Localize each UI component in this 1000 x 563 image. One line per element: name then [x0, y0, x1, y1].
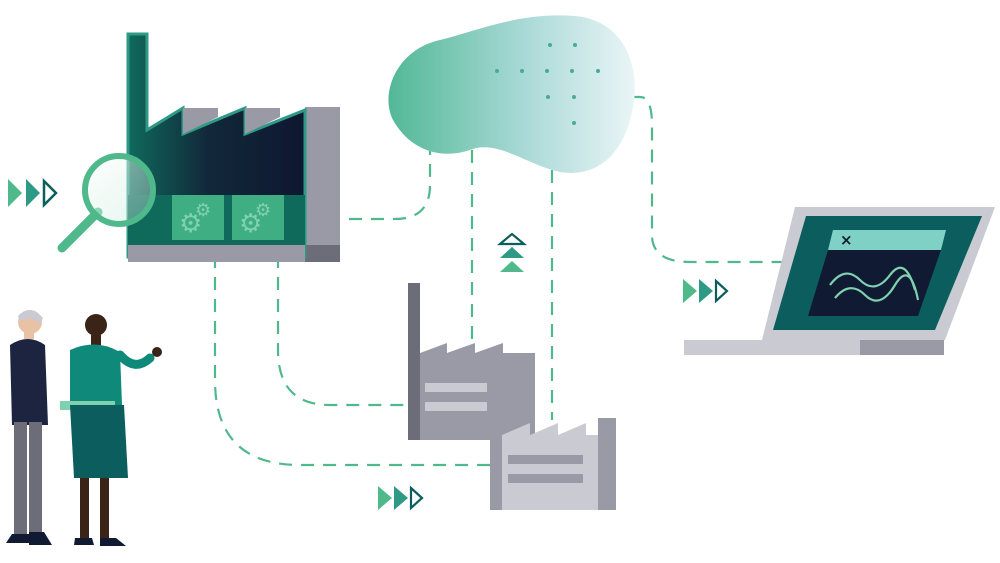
person-man — [6, 309, 52, 545]
small-factory-front — [490, 375, 616, 510]
cloud — [388, 15, 635, 173]
svg-text:⚙: ⚙ — [255, 200, 271, 221]
cloud-dot-grid — [495, 43, 600, 125]
small-factory-back — [408, 283, 535, 440]
connector-factory-to-small-factory-1 — [276, 255, 410, 407]
gear-panel-left: ⚙ ⚙ — [172, 195, 224, 240]
main-factory: ⚙ ⚙ ⚙ ⚙ — [57, 32, 340, 262]
laptop: × — [684, 207, 995, 355]
close-icon: × — [840, 231, 853, 249]
svg-text:⚙: ⚙ — [195, 200, 211, 221]
triple-chevron-up-icon — [496, 232, 528, 272]
magnifying-glass-icon — [57, 153, 156, 253]
connection-lines — [213, 95, 820, 467]
gears-icon: ⚙ — [239, 209, 262, 239]
connector-factory-to-small-factory-2 — [213, 255, 492, 467]
connector-factory-to-cloud — [305, 150, 432, 221]
triple-chevron-right-icon — [378, 485, 424, 511]
triple-chevron-right-icon — [8, 177, 58, 209]
person-woman — [60, 314, 162, 546]
laptop-app-window: × — [808, 230, 946, 316]
gears-icon: ⚙ — [179, 209, 202, 239]
triple-chevron-right-icon — [683, 278, 729, 304]
gear-panel-right: ⚙ ⚙ — [232, 195, 284, 240]
connector-cloud-to-laptop — [610, 95, 820, 264]
chart-line-1 — [829, 266, 917, 291]
chart-line-2 — [834, 274, 920, 302]
